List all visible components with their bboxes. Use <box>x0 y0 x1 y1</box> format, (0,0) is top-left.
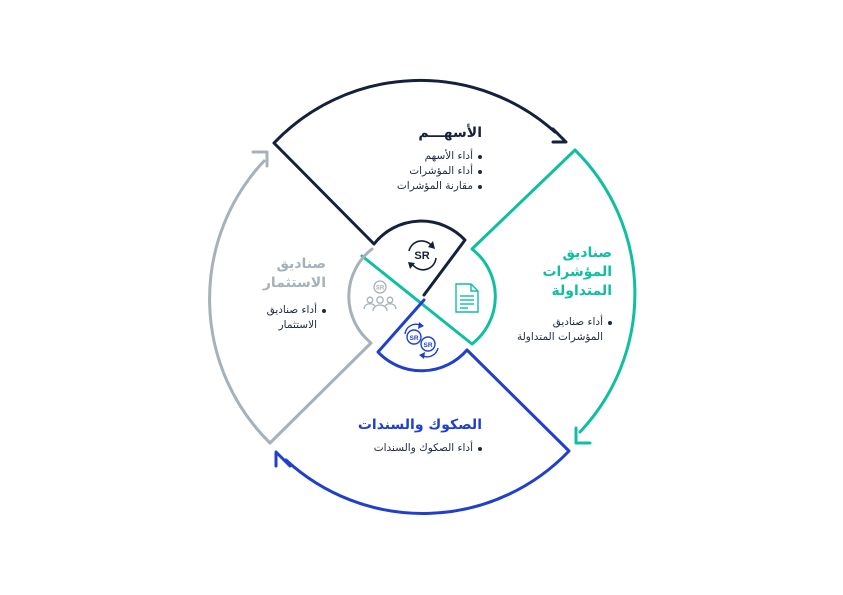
etfs-segment <box>360 148 637 445</box>
people-group-icon: SR <box>363 280 397 312</box>
sr-refresh-icon: SR <box>408 240 437 271</box>
list-item: أداء صناديق الاستثمار <box>247 303 326 333</box>
sukuk-title: الصكوك والسندات <box>357 417 482 433</box>
funds-segment <box>208 150 374 445</box>
list-item: أداء المؤشرات <box>360 164 482 179</box>
funds-segment-shape <box>208 159 374 445</box>
etfs-label-block: صناديق المؤشرات المتداولة أداء صناديق ال… <box>500 244 612 345</box>
etfs-title-line: المتداولة <box>551 283 613 299</box>
etfs-segment-shape <box>360 148 637 434</box>
sukuk-label-block: الصكوك والسندات أداء الصكوك والسندات <box>330 416 482 456</box>
list-item: أداء الأسهم <box>360 149 482 164</box>
list-item: أداء الصكوك والسندات <box>330 441 482 456</box>
sukuk-segment <box>274 298 571 515</box>
svg-text:SR: SR <box>423 342 432 349</box>
etfs-title-line: صناديق <box>562 245 612 261</box>
stocks-segment <box>272 78 568 297</box>
funds-arrowhead <box>251 150 269 168</box>
svg-text:SR: SR <box>409 335 418 342</box>
list-item: أداء صناديق المؤشرات المتداولة <box>508 315 612 345</box>
document-icon <box>455 283 479 313</box>
funds-list: أداء صناديق الاستثمار <box>240 303 326 333</box>
etfs-list: أداء صناديق المؤشرات المتداولة <box>500 315 612 345</box>
stocks-arrowhead <box>551 127 568 144</box>
sukuk-arrowhead <box>274 450 292 468</box>
stocks-list: أداء الأسهم أداء المؤشرات مقارنة المؤشرا… <box>360 149 482 194</box>
stocks-title: الأسهـــم <box>418 125 482 141</box>
sr-exchange-icon: SR SR <box>404 322 439 359</box>
sukuk-list: أداء الصكوك والسندات <box>330 441 482 456</box>
funds-title: صناديق الاستثمار <box>240 255 326 293</box>
svg-text:SR: SR <box>414 250 429 262</box>
funds-label-block: صناديق الاستثمار أداء صناديق الاستثمار <box>240 255 326 333</box>
sukuk-segment-shape <box>284 298 571 515</box>
etfs-title: صناديق المؤشرات المتداولة <box>500 244 612 301</box>
etfs-title-line: المؤشرات <box>542 264 612 280</box>
funds-title-line: الاستثمار <box>262 275 326 291</box>
etfs-arrowhead <box>574 426 592 445</box>
list-item: مقارنة المؤشرات <box>360 179 482 194</box>
stocks-label-block: الأسهـــم أداء الأسهم أداء المؤشرات مقار… <box>360 124 482 194</box>
stocks-segment-shape <box>272 78 557 297</box>
svg-text:SR: SR <box>376 286 385 292</box>
funds-title-line: صناديق <box>276 256 326 272</box>
